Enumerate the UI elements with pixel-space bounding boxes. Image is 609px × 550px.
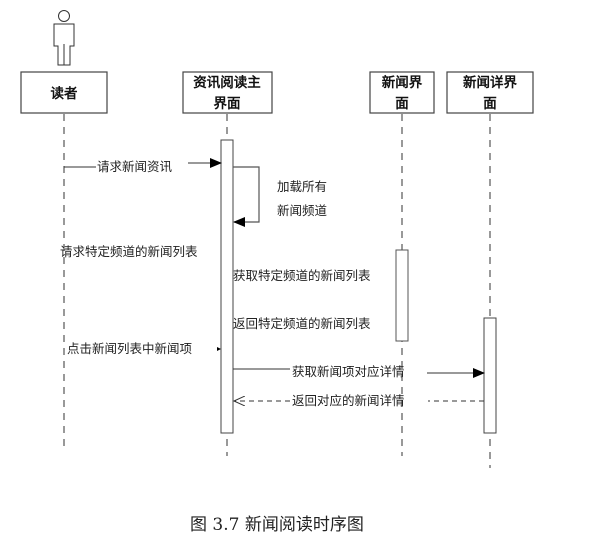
message-label: 点击新闻列表中新闻项 (67, 341, 192, 356)
participant-main: 资讯阅读主 界面 (182, 71, 273, 114)
participant-label: 新闻界 (382, 74, 423, 91)
message-label: 请求新闻资讯 (97, 159, 173, 174)
participant-label: 读者 (51, 85, 78, 102)
message-label: 获取新闻项对应详情 (292, 364, 405, 379)
message-get-channel-list: 获取特定频道的新闻列表 (233, 268, 371, 283)
participant-label: 新闻详界 (463, 74, 517, 91)
message-return-news-detail: 返回对应的新闻详情 (234, 393, 484, 408)
participant-reader: 读者 (20, 71, 108, 114)
message-label: 加载所有 (277, 179, 327, 194)
message-return-channel-list: 返回特定频道的新闻列表 (233, 316, 371, 331)
message-label: 新闻频道 (277, 203, 328, 218)
participant-news: 新闻界 面 (369, 71, 435, 114)
message-get-news-detail: 获取新闻项对应详情 (233, 364, 485, 379)
message-label: 获取特定频道的新闻列表 (233, 268, 371, 283)
activation-news (395, 249, 409, 342)
message-click-news-item: 点击新闻列表中新闻项 (67, 341, 221, 356)
person-icon (53, 10, 75, 66)
activation-detail (483, 317, 497, 434)
activation-main (220, 139, 234, 434)
message-request-news: 请求新闻资讯 (64, 158, 222, 174)
participant-label: 资讯阅读主 (193, 74, 261, 91)
participant-label: 界面 (214, 96, 241, 112)
message-load-channels: 加载所有 新闻频道 (233, 166, 328, 227)
participant-label: 面 (483, 96, 497, 112)
message-label: 返回特定频道的新闻列表 (233, 316, 371, 331)
message-request-channel-list: 请求特定频道的新闻列表 (60, 244, 198, 259)
participant-detail: 新闻详界 面 (446, 71, 534, 114)
participant-label: 面 (395, 96, 409, 112)
figure-caption: 图 3.7 新闻阅读时序图 (190, 515, 364, 535)
message-label: 请求特定频道的新闻列表 (60, 244, 198, 259)
message-label: 返回对应的新闻详情 (292, 393, 405, 408)
